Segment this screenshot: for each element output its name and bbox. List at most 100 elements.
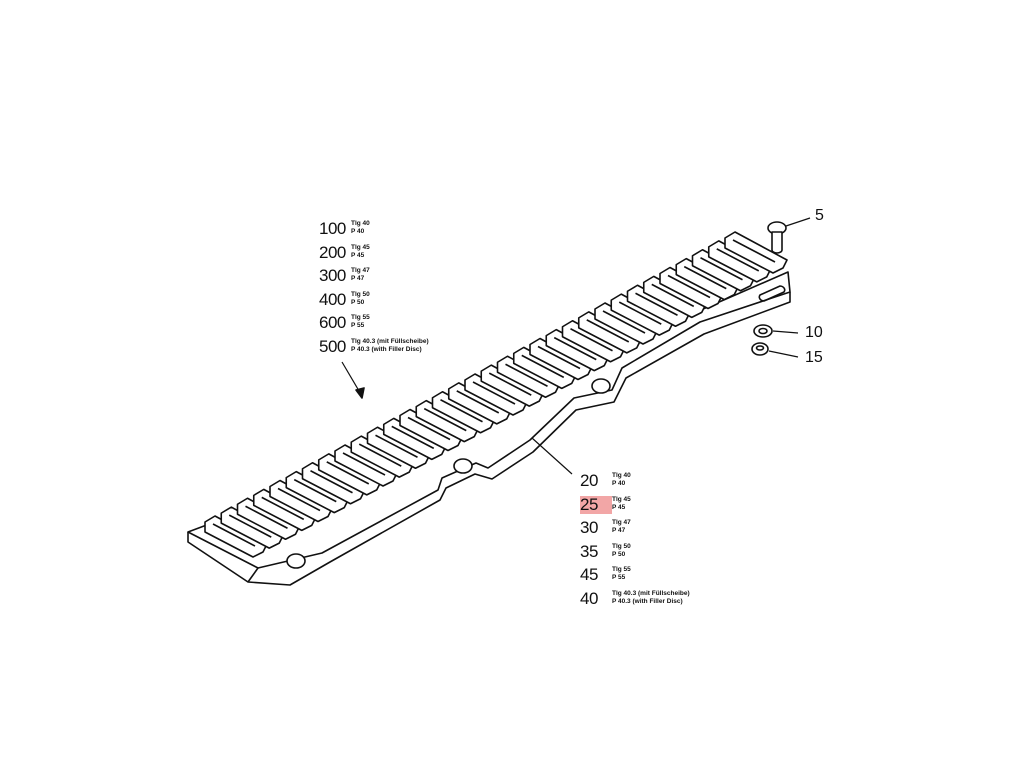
legend-description-line2: P 45: [351, 251, 365, 259]
legend-description-line1: Tlg 50: [351, 290, 370, 298]
comb-teeth: [204, 231, 788, 558]
legend-part-number[interactable]: 500: [319, 336, 346, 356]
legend-description-line2: P 47: [351, 275, 365, 283]
comb-tooth-slot: [245, 505, 288, 529]
legend-description-line1: Tlg 40.3 (mit Füllscheibe): [351, 337, 429, 345]
comb-tooth-slot: [212, 523, 256, 547]
legend-description: Tlg 40.3 (mit Füllscheibe)P 40.3 (with F…: [351, 338, 429, 354]
comb-tooth-slot: [472, 381, 516, 405]
nut-part: [751, 342, 799, 358]
comb-tooth-slot: [537, 345, 581, 370]
comb-tooth-slot: [505, 363, 548, 387]
comb-tooth-slot: [261, 496, 305, 521]
comb-rail: [187, 231, 791, 586]
bolt-leader-line: [785, 217, 811, 227]
comb-tooth-slot: [375, 434, 418, 458]
comb-tooth-slot: [683, 265, 727, 290]
comb-tooth-slot: [586, 319, 630, 343]
legend-part-number[interactable]: 400: [319, 289, 346, 309]
bolt-shank: [771, 231, 783, 254]
callout-washer-number: 10: [805, 324, 823, 341]
nut-leader-line: [768, 350, 799, 358]
legend-description-line2: P 47: [612, 527, 626, 535]
legend-description-line1: Tlg 45: [351, 243, 370, 251]
legend-part-number[interactable]: 20: [580, 471, 598, 490]
legend-description-line1: Tlg 40: [351, 220, 370, 227]
legend-part-number[interactable]: 40: [580, 588, 598, 608]
washer-leader-line: [772, 330, 799, 334]
comb-tooth-slot: [228, 514, 272, 538]
left-legend-arrowhead: [355, 387, 365, 399]
legend-part-number[interactable]: 200: [319, 242, 346, 262]
comb-tooth-slot: [716, 248, 760, 272]
legend-description-line1: Tlg 40: [612, 472, 631, 479]
comb-tooth-slot: [570, 328, 613, 352]
comb-tooth-slot: [342, 452, 386, 476]
rail-left-end: [247, 567, 259, 583]
legend-description-line2: P 40: [351, 228, 365, 235]
comb-tooth-slot: [602, 310, 646, 334]
comb-tooth-slot: [553, 336, 597, 361]
comb-tooth-slot: [700, 257, 743, 281]
comb-tooth-slot: [293, 478, 337, 503]
comb-tooth-slot: [391, 425, 435, 450]
comb-tooth-slot: [456, 390, 500, 414]
legend-part-number[interactable]: 600: [319, 313, 346, 333]
comb-tooth-slot: [407, 416, 451, 441]
comb-tooth-slot: [277, 487, 321, 512]
legend-part-number-highlighted[interactable]: 25: [580, 495, 612, 514]
comb-tooth-slot: [440, 399, 483, 423]
legend-part-number[interactable]: 45: [580, 565, 598, 585]
legend-description-line2: P 55: [612, 574, 626, 582]
comb-tooth-slot: [310, 470, 353, 494]
legend-description-line2: P 40.3 (with Filler Disc): [612, 597, 683, 605]
comb-tooth-slot: [488, 372, 532, 396]
legend-description-line1: Tlg 47: [612, 519, 631, 527]
nut-hole: [755, 345, 765, 351]
callout-bolt-number: 5: [815, 207, 824, 224]
comb-tooth-slot: [326, 461, 370, 485]
legend-part-number[interactable]: 100: [319, 219, 346, 238]
mounting-hole-left: [286, 553, 306, 569]
legend-description-line1: Tlg 45: [612, 495, 631, 503]
legend-row: 500 Tlg 40.3 (mit Füllscheibe)P 40.3 (wit…: [319, 336, 469, 362]
bolt-part: [767, 217, 811, 254]
comb-tooth-slot: [635, 292, 678, 316]
comb-tooth-slot: [732, 239, 776, 263]
legend-description-line2: P 40: [612, 480, 626, 487]
legend-description-line1: Tlg 40.3 (mit Füllscheibe): [612, 589, 690, 597]
legend-description-line1: Tlg 47: [351, 267, 370, 275]
comb-tooth-slot: [667, 274, 711, 299]
washer-inner: [758, 327, 768, 335]
legend-part-number[interactable]: 30: [580, 518, 598, 538]
legend-description-line2: P 40.3 (with Filler Disc): [351, 345, 422, 353]
legend-part-number[interactable]: 300: [319, 266, 346, 286]
comb-tooth-slot: [651, 283, 695, 308]
legend-description-line1: Tlg 55: [612, 566, 631, 574]
legend-description-line2: P 45: [612, 503, 626, 511]
comb-tooth-slot: [423, 407, 467, 432]
legend-part-number[interactable]: 35: [580, 541, 598, 561]
right-legend-leader-line: [531, 437, 573, 475]
callout-nut-number: 15: [805, 349, 823, 366]
